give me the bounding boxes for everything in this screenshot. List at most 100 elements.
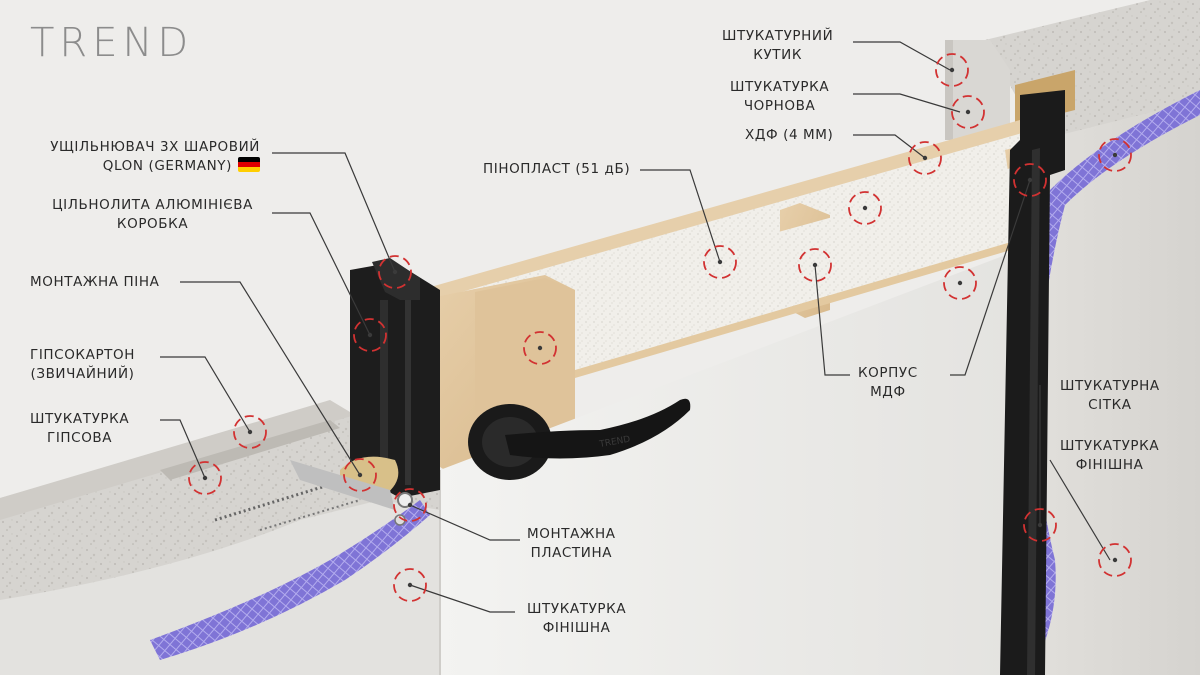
target-marker-8 (703, 245, 737, 279)
leader-seal (272, 152, 396, 273)
leader-mdf-body-2 (950, 179, 1031, 376)
target-marker-14 (1013, 163, 1047, 197)
target-marker-3 (343, 458, 377, 492)
door-leaf-face (440, 240, 1045, 675)
callout-plaster-corner: ШТУКАТУРНИЙ КУТИК (722, 27, 833, 65)
target-marker-2 (353, 318, 387, 352)
callout-finish-plaster-right-line2: ФІНІШНА (1075, 457, 1144, 473)
right-wall-face (1020, 100, 1200, 675)
target-marker-18 (1023, 508, 1057, 542)
callout-plaster-corner-line2: КУТИК (753, 47, 803, 63)
callout-mounting-plate-line1: МОНТАЖНА (527, 526, 616, 542)
aluminum-frame-rib (380, 300, 388, 480)
door-top-hdf (420, 120, 1045, 300)
leader-rough-plaster (853, 93, 961, 113)
callout-rough-plaster: ШТУКАТУРКА ЧОРНОВА (730, 78, 829, 116)
brand-logo: TREND (30, 20, 194, 66)
flag-stripe-gold (238, 167, 260, 172)
target-marker-dot-3 (357, 472, 363, 478)
left-wall-finish-plaster (0, 500, 440, 675)
leader-mdf-body (814, 264, 850, 376)
target-marker-16 (951, 95, 985, 129)
target-marker-5 (188, 461, 222, 495)
target-marker-dot-9 (862, 205, 868, 211)
callout-drywall: ГІПСОКАРТОН (ЗВИЧАЙНИЙ) (30, 346, 135, 384)
leader-plaster-corner (853, 41, 951, 71)
door-hdf-front (575, 232, 1045, 378)
target-marker-dot-19 (1112, 557, 1118, 563)
aluminum-frame-right-highlight (1027, 148, 1040, 675)
target-marker-dot-7 (407, 582, 413, 588)
target-marker-dot-4 (247, 429, 253, 435)
callout-aluminum-box-line2: КОРОБКА (116, 216, 189, 232)
flag-stripe-red (238, 162, 260, 167)
leader-gypsum-plaster (160, 419, 206, 479)
callout-seal-line2: QLON (GERMANY) (102, 158, 232, 174)
target-marker-7 (393, 568, 427, 602)
leader-lines (160, 41, 1111, 613)
target-marker-15 (935, 53, 969, 87)
callout-gypsum-plaster-line1: ШТУКАТУРКА (30, 411, 130, 427)
leader-mounting-plate (409, 504, 520, 541)
callout-hdf: ХДФ (4 ММ) (745, 126, 833, 145)
leader-finish-plaster-right (1049, 459, 1111, 561)
target-marker-12 (908, 141, 942, 175)
target-marker-dot-8 (717, 259, 723, 265)
target-marker-dot-16 (965, 109, 971, 115)
aluminum-frame-left (350, 262, 440, 498)
target-marker-dot-13 (957, 280, 963, 286)
target-marker-9 (848, 191, 882, 225)
leader-polystyrene (640, 169, 721, 263)
callout-mdf-body-line2: МДФ (870, 384, 906, 400)
plaster-corner-profile (945, 40, 1010, 140)
callout-drywall-line2: (ЗВИЧАЙНИЙ) (30, 366, 135, 382)
callout-gypsum-plaster-line2: ГІПСОВА (47, 430, 113, 446)
left-drywall (160, 420, 340, 480)
callout-gypsum-plaster: ШТУКАТУРКА ГІПСОВА (30, 410, 129, 448)
target-marker-dot-5 (202, 475, 208, 481)
target-marker-dot-17 (1112, 152, 1118, 158)
target-markers (188, 53, 1132, 602)
callout-polystyrene: ПІНОПЛАСТ (51 дБ) (483, 160, 630, 179)
callout-mounting-plate: МОНТАЖНА ПЛАСТИНА (527, 525, 616, 563)
callout-finish-plaster-right: ШТУКАТУРКА ФІНІШНА (1060, 437, 1159, 475)
target-marker-19 (1098, 543, 1132, 577)
callout-finish-plaster-bottom: ШТУКАТУРКА ФІНІШНА (527, 600, 626, 638)
target-marker-13 (943, 266, 977, 300)
mounting-plate (290, 460, 395, 510)
target-marker-dot-6 (407, 502, 413, 508)
leader-finish-plaster-bottom (409, 584, 515, 613)
leader-drywall (160, 356, 251, 433)
callout-mounting-foam: МОНТАЖНА ПІНА (30, 273, 159, 292)
left-wall-mesh (150, 500, 430, 660)
callout-seal: УЩІЛЬНЮВАЧ 3Х ШАРОВИЙ QLON (GERMANY) (50, 138, 260, 176)
callout-finish-plaster-bottom-line1: ШТУКАТУРКА (527, 601, 627, 617)
callout-rough-plaster-line1: ШТУКАТУРКА (730, 79, 830, 95)
callout-plaster-mesh: ШТУКАТУРНА СІТКА (1060, 377, 1160, 415)
target-marker-6 (393, 488, 427, 522)
callout-seal-line1: УЩІЛЬНЮВАЧ 3Х ШАРОВИЙ (50, 139, 260, 155)
callout-drywall-line1: ГІПСОКАРТОН (30, 347, 136, 363)
target-marker-dot-11 (537, 345, 543, 351)
target-marker-dot-18 (1037, 522, 1043, 528)
leader-mounting-foam (180, 281, 361, 476)
callout-plaster-mesh-line2: СІТКА (1088, 397, 1132, 413)
target-marker-dot-1 (392, 269, 398, 275)
target-marker-11 (523, 331, 557, 365)
callout-plaster-mesh-line1: ШТУКАТУРНА (1060, 378, 1160, 394)
leader-aluminum-box (272, 212, 371, 336)
callout-mounting-plate-line2: ПЛАСТИНА (530, 545, 613, 561)
target-marker-dot-12 (922, 155, 928, 161)
plaster-corner-strip (945, 40, 953, 140)
left-wall-plaster-edge (0, 400, 355, 520)
target-marker-dot-14 (1027, 177, 1033, 183)
target-marker-dot-15 (949, 67, 955, 73)
target-marker-10 (798, 248, 832, 282)
german-flag-icon (238, 157, 260, 172)
flag-stripe-black (238, 157, 260, 162)
door-foam-front (575, 160, 1045, 370)
callout-aluminum-box: ЦІЛЬНОЛИТА АЛЮМІНІЄВА КОРОБКА (52, 196, 253, 234)
target-marker-17 (1098, 138, 1132, 172)
